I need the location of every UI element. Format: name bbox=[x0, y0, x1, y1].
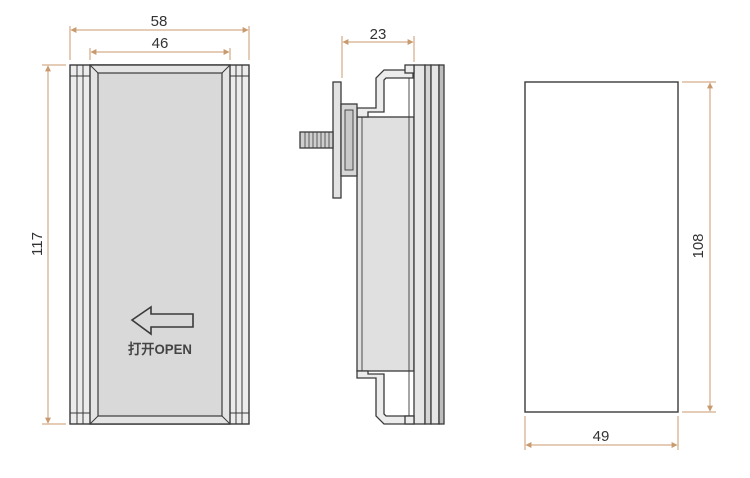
dim-rear-width: 49 bbox=[593, 428, 610, 445]
open-label: 打开OPEN bbox=[128, 341, 192, 357]
side-lock-flange bbox=[332, 81, 342, 199]
side-dimensions: 23 bbox=[341, 26, 415, 78]
dim-front-height: 117 bbox=[29, 232, 46, 256]
dim-side-depth: 23 bbox=[370, 26, 387, 43]
front-view: 打开OPEN bbox=[69, 64, 250, 425]
side-face-rim bbox=[424, 64, 432, 425]
side-face-edge bbox=[430, 64, 440, 425]
dim-front-inner-width: 46 bbox=[152, 35, 169, 52]
front-inner-face bbox=[97, 72, 223, 417]
dim-front-outer-width: 58 bbox=[151, 13, 168, 30]
side-view bbox=[299, 64, 445, 425]
side-top-bracket bbox=[356, 69, 414, 118]
side-face-plate bbox=[413, 64, 426, 425]
open-arrow-icon bbox=[130, 305, 194, 336]
dim-rear-height: 108 bbox=[690, 233, 707, 258]
rear-body bbox=[524, 81, 679, 413]
side-face-back bbox=[438, 64, 445, 425]
front-dimensions: 58 46 117 bbox=[29, 13, 250, 425]
side-main-body bbox=[356, 116, 415, 372]
rear-dimensions: 108 49 bbox=[524, 81, 716, 450]
rear-view bbox=[524, 81, 679, 413]
